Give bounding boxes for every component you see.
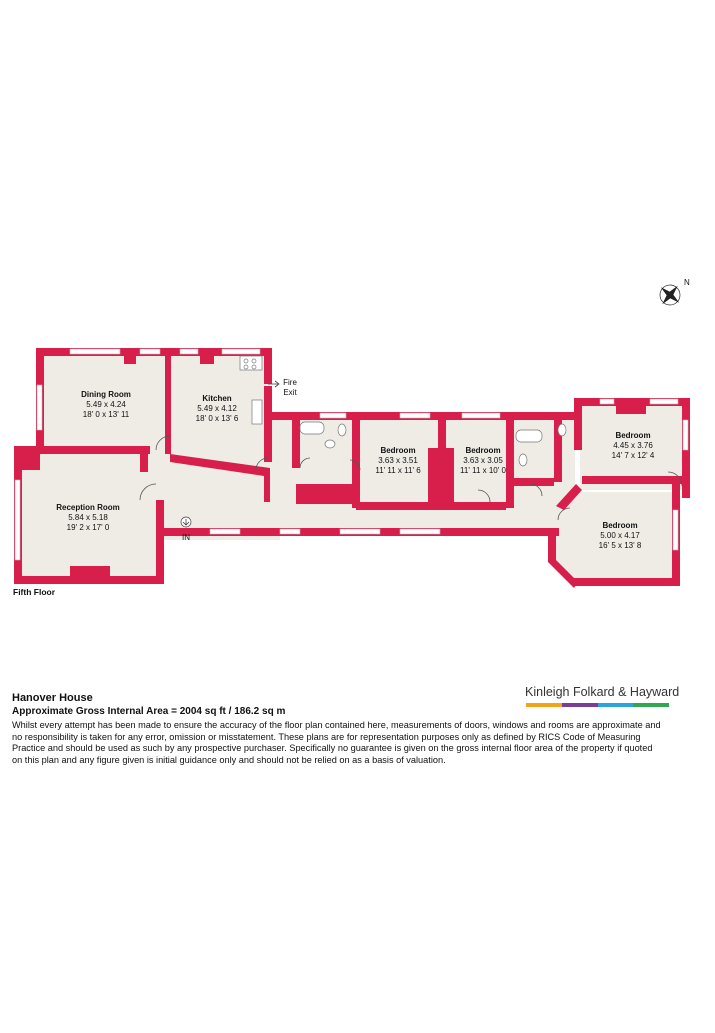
compass-north-label: N: [684, 278, 690, 287]
svg-text:Reception Room: Reception Room: [56, 503, 120, 512]
floor-areas: [20, 354, 682, 582]
brand-color-bar: [526, 703, 669, 707]
svg-text:19' 2 x 17' 0: 19' 2 x 17' 0: [67, 523, 110, 532]
room-bedroom-2: Bedroom 3.63 x 3.05 11' 11 x 10' 0: [460, 446, 506, 475]
floor-label: Fifth Floor: [13, 587, 56, 597]
room-bedroom-3: Bedroom 4.45 x 3.76 14' 7 x 12' 4: [612, 431, 655, 460]
svg-text:18' 0 x 13' 6: 18' 0 x 13' 6: [196, 414, 239, 423]
room-bedroom-1: Bedroom 3.63 x 3.51 11' 11 x 11' 6: [375, 446, 421, 475]
svg-text:18' 0 x 13' 11: 18' 0 x 13' 11: [83, 410, 130, 419]
svg-text:3.63 x 3.51: 3.63 x 3.51: [378, 456, 418, 465]
room-labels: Dining Room 5.49 x 4.24 18' 0 x 13' 11 K…: [56, 390, 655, 550]
brand-color-1: [526, 703, 562, 707]
brand-color-3: [597, 703, 634, 707]
gross-area: Approximate Gross Internal Area = 2004 s…: [12, 706, 286, 717]
room-dining: Dining Room 5.49 x 4.24 18' 0 x 13' 11: [81, 390, 131, 419]
brand-color-4: [633, 703, 669, 707]
svg-text:4.45 x 3.76: 4.45 x 3.76: [613, 441, 653, 450]
svg-text:5.00 x 4.17: 5.00 x 4.17: [600, 531, 640, 540]
room-bedroom-4: Bedroom 5.00 x 4.17 16' 5 x 13' 8: [599, 521, 642, 550]
svg-text:3.63 x 3.05: 3.63 x 3.05: [463, 456, 503, 465]
windows: [14, 348, 689, 561]
disclaimer: Whilst every attempt has been made to en…: [12, 720, 661, 765]
fire-exit-line-1: Fire: [283, 378, 297, 387]
fittings: [239, 355, 567, 467]
room-reception: Reception Room 5.84 x 5.18 19' 2 x 17' 0: [56, 503, 120, 532]
agent-logo: Kinleigh Folkard & Hayward: [525, 685, 680, 699]
svg-text:5.84 x 5.18: 5.84 x 5.18: [68, 513, 108, 522]
fire-exit-line-2: Exit: [283, 388, 297, 397]
svg-text:5.49 x 4.12: 5.49 x 4.12: [197, 404, 237, 413]
property-name: Hanover House: [12, 692, 93, 704]
svg-text:Bedroom: Bedroom: [615, 431, 650, 440]
svg-text:Kitchen: Kitchen: [202, 394, 231, 403]
north-compass-icon: [659, 284, 681, 306]
svg-text:Bedroom: Bedroom: [465, 446, 500, 455]
entrance-label: IN: [182, 533, 190, 542]
brand-color-2: [561, 703, 598, 707]
svg-text:14' 7 x 12' 4: 14' 7 x 12' 4: [612, 451, 655, 460]
fire-exit: Fire Exit: [268, 378, 297, 397]
svg-text:11' 11 x 10' 0: 11' 11 x 10' 0: [460, 466, 506, 475]
svg-text:5.49 x 4.24: 5.49 x 4.24: [86, 400, 126, 409]
svg-text:Dining Room: Dining Room: [81, 390, 131, 399]
svg-text:Bedroom: Bedroom: [380, 446, 415, 455]
svg-text:11' 11 x 11' 6: 11' 11 x 11' 6: [375, 466, 421, 475]
entrance: IN: [180, 516, 192, 542]
doors: [139, 435, 683, 521]
room-kitchen: Kitchen 5.49 x 4.12 18' 0 x 13' 6: [196, 394, 239, 423]
svg-text:16' 5 x 13' 8: 16' 5 x 13' 8: [599, 541, 642, 550]
svg-text:Bedroom: Bedroom: [602, 521, 637, 530]
